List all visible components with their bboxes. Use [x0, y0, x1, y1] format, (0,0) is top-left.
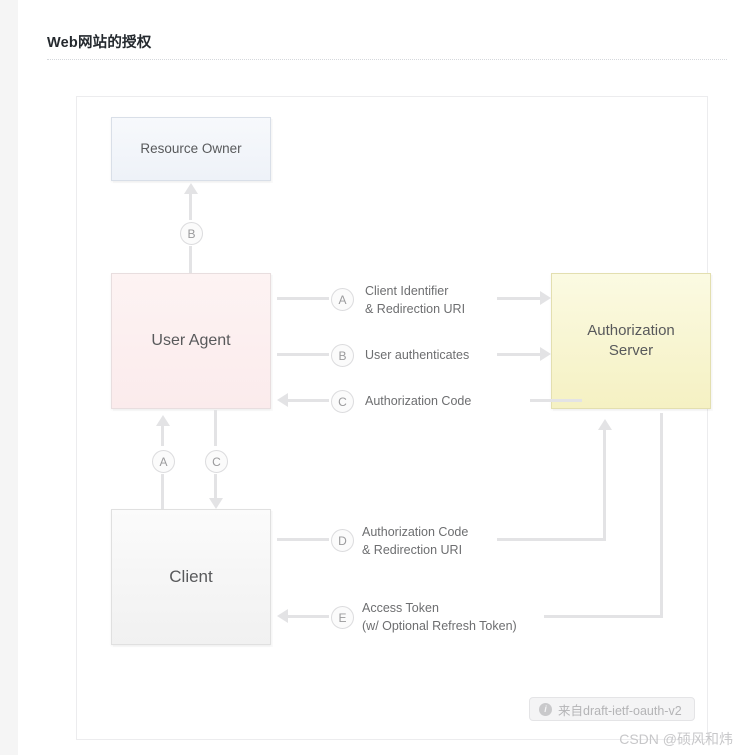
connector-step-c-right	[530, 399, 582, 402]
connector-step-e-vertical	[660, 413, 663, 618]
connector-step-d-horizontal	[497, 538, 606, 541]
connector-useragent-to-client-upper	[214, 410, 217, 446]
badge-step-a: A	[331, 288, 354, 311]
connector-step-d-vertical	[603, 430, 606, 541]
badge-a-client: A	[152, 450, 175, 473]
page-root: Web网站的授权 Resource Owner User Agent Clien…	[18, 0, 741, 755]
connector-step-b-right	[497, 353, 540, 356]
connector-step-a-right	[497, 297, 540, 300]
oauth-flow-diagram: Resource Owner User Agent Client Authori…	[76, 96, 711, 740]
badge-step-c: C	[331, 390, 354, 413]
badge-step-b: B	[331, 344, 354, 367]
node-client-label: Client	[169, 566, 213, 586]
connector-client-to-useragent-lower	[161, 474, 164, 509]
source-badge-label: 来自draft-ietf-oauth-v2	[558, 703, 682, 718]
arrowhead-step-b	[540, 347, 551, 361]
step-e-text: Access Token (w/ Optional Refresh Token)	[362, 601, 517, 634]
source-badge[interactable]: i 来自draft-ietf-oauth-v2	[529, 697, 695, 721]
arrowhead-step-e	[277, 609, 288, 623]
arrowhead-up-resourceowner	[184, 183, 198, 194]
arrowhead-down-client	[209, 498, 223, 509]
connector-useragent-to-resourceowner-upper	[189, 192, 192, 220]
node-client: Client	[111, 509, 271, 645]
connector-step-a-left	[277, 297, 329, 300]
connector-client-to-useragent-upper	[161, 424, 164, 446]
badge-c-client: C	[205, 450, 228, 473]
connector-step-d-left	[277, 538, 329, 541]
arrowhead-step-a	[540, 291, 551, 305]
csdn-watermark: CSDN @硕风和炜	[619, 731, 733, 747]
arrowhead-step-c	[277, 393, 288, 407]
connector-useragent-to-client-lower	[214, 474, 217, 498]
node-resource-owner: Resource Owner	[111, 117, 271, 181]
node-resource-owner-label: Resource Owner	[140, 140, 242, 156]
arrowhead-up-useragent	[156, 415, 170, 426]
page-title: Web网站的授权	[47, 35, 152, 51]
badge-b-resourceowner: B	[180, 222, 203, 245]
title-divider	[47, 59, 727, 61]
step-b-text: User authenticates	[365, 348, 470, 362]
step-d-text: Authorization Code & Redirection URI	[362, 525, 469, 558]
node-authorization-server: Authorization Server	[551, 273, 711, 409]
info-icon: i	[539, 702, 552, 716]
connector-step-e-horizontal	[544, 615, 663, 618]
connector-step-e-left	[288, 615, 329, 618]
connector-step-b-left	[277, 353, 329, 356]
arrowhead-step-d	[598, 419, 612, 430]
step-c-text: Authorization Code	[365, 394, 472, 408]
connector-useragent-to-resourceowner-lower	[189, 246, 192, 273]
node-user-agent: User Agent	[111, 273, 271, 409]
badge-step-d: D	[331, 529, 354, 552]
badge-step-e: E	[331, 606, 354, 629]
node-authorization-server-label: Authorization Server	[587, 321, 675, 359]
node-user-agent-label: User Agent	[151, 332, 231, 350]
step-a-text: Client Identifier & Redirection URI	[365, 284, 466, 317]
connector-step-c-left	[288, 399, 329, 402]
